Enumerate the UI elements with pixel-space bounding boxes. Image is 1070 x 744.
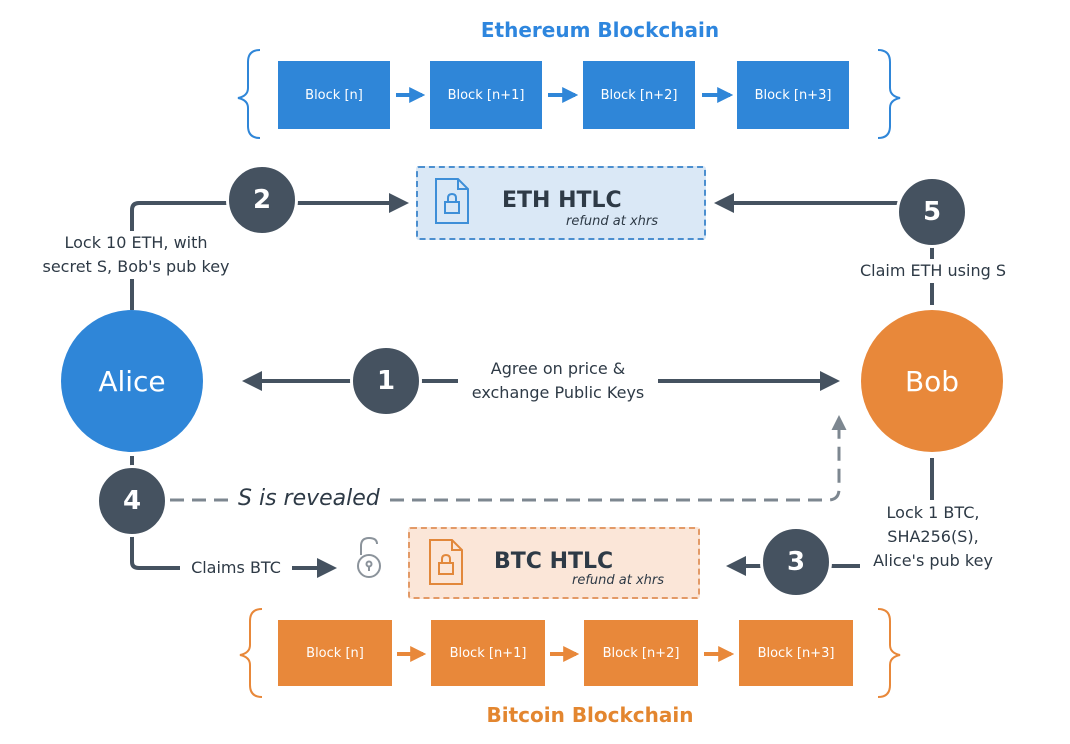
secret-revealed-label: S is revealed xyxy=(234,486,384,511)
eth-htlc-title: ETH HTLC xyxy=(502,188,622,213)
locked-document-icon xyxy=(435,178,469,224)
step-4-badge: 4 xyxy=(96,465,168,537)
eth-block: Block [n+1] xyxy=(430,61,542,129)
step1-label-line1: Agree on price & xyxy=(490,359,626,378)
btc-chain-brace-left xyxy=(239,608,263,698)
step1-label-line2: exchange Public Keys xyxy=(471,383,645,402)
step2-line xyxy=(130,193,409,310)
eth-block: Block [n] xyxy=(278,61,390,129)
locked-document-icon xyxy=(429,539,463,585)
step2-label-line2: secret S, Bob's pub key xyxy=(42,257,230,276)
step-5-badge: 5 xyxy=(896,176,968,248)
step5-label: Claim ETH using S xyxy=(848,259,1018,283)
step2-label: Lock 10 ETH, with secret S, Bob's pub ke… xyxy=(30,231,242,279)
btc-htlc-box: BTC HTLC refund at xhrs xyxy=(408,527,700,599)
step-1-badge: 1 xyxy=(350,345,422,417)
step1-label: Agree on price & exchange Public Keys xyxy=(458,357,658,405)
alice-node: Alice xyxy=(61,310,203,452)
bob-node: Bob xyxy=(861,310,1003,452)
unlocked-padlock-icon xyxy=(357,536,381,578)
step4-label: Claims BTC xyxy=(182,556,290,580)
btc-chain-brace-right xyxy=(877,608,901,698)
eth-chain-brace-right xyxy=(877,49,901,139)
eth-chain-brace-left xyxy=(237,49,261,139)
btc-htlc-refund: refund at xhrs xyxy=(572,573,665,588)
step3-label: Lock 1 BTC, SHA256(S), Alice's pub key xyxy=(862,501,1004,573)
btc-block: Block [n+1] xyxy=(431,620,545,686)
secret-revealed-line xyxy=(170,415,847,502)
btc-block: Block [n+2] xyxy=(584,620,698,686)
btc-block: Block [n] xyxy=(278,620,392,686)
step-2-badge: 2 xyxy=(226,164,298,236)
step-3-badge: 3 xyxy=(760,526,832,598)
ethereum-chain-title: Ethereum Blockchain xyxy=(480,18,720,42)
step3-label-line3: Alice's pub key xyxy=(873,551,993,570)
btc-htlc-title: BTC HTLC xyxy=(494,549,614,574)
eth-block: Block [n+2] xyxy=(583,61,695,129)
eth-block: Block [n+3] xyxy=(737,61,849,129)
btc-block: Block [n+3] xyxy=(739,620,853,686)
step2-label-line1: Lock 10 ETH, with xyxy=(64,233,208,252)
bitcoin-chain-title: Bitcoin Blockchain xyxy=(486,703,694,727)
step4-line xyxy=(130,456,180,570)
step3-label-line2: SHA256(S), xyxy=(887,527,979,546)
eth-htlc-box: ETH HTLC refund at xhrs xyxy=(416,166,706,240)
step3-label-line1: Lock 1 BTC, xyxy=(886,503,980,522)
eth-htlc-refund: refund at xhrs xyxy=(566,214,659,229)
